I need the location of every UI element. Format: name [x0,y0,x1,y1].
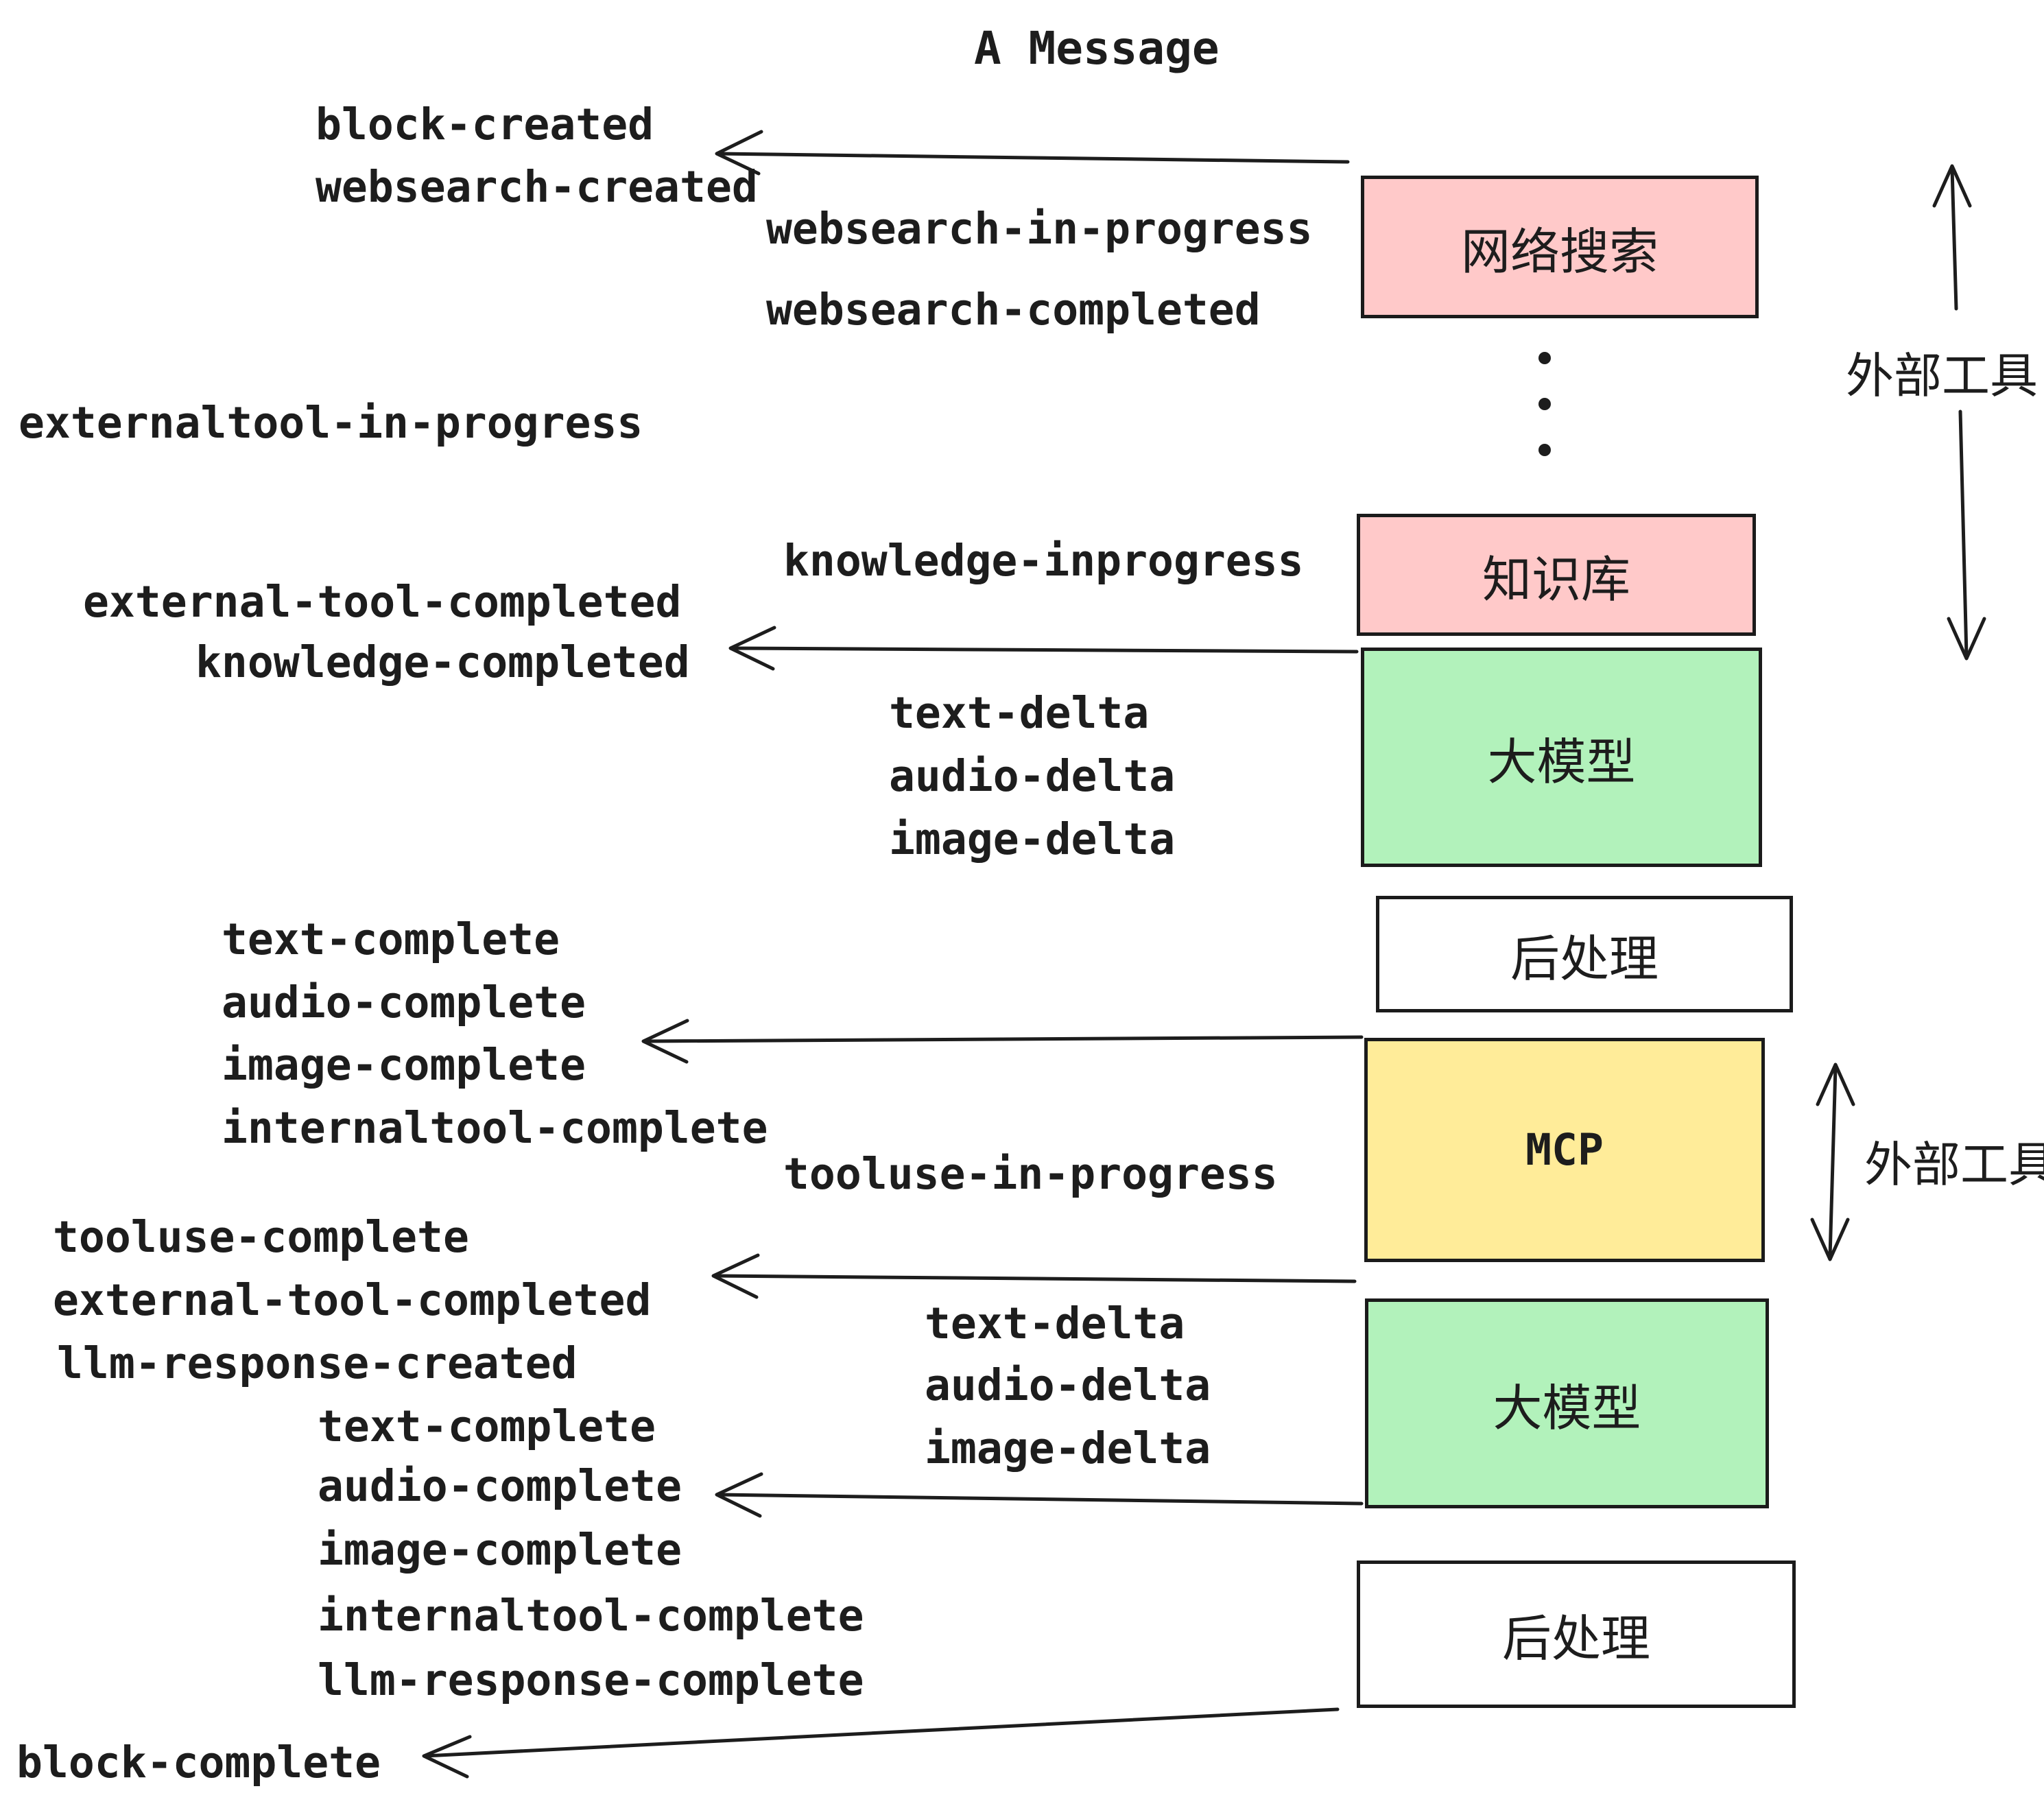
event-label-llm-response-complete: llm-response-complete [318,1655,864,1705]
event-label-text-delta-1: text-delta [889,688,1150,738]
event-label-websearch-in-progress: websearch-in-progress [766,204,1313,254]
arrow-to-knowledge-completed [728,626,1359,671]
event-label-websearch-completed: websearch-completed [766,285,1261,335]
event-label-image-complete-2: image-complete [318,1525,682,1575]
event-label-websearch-created: websearch-created [316,162,758,212]
websearch-tool-box-label: 网络搜索 [1460,224,1659,280]
llm-box-2: 大模型 [1365,1298,1769,1508]
knowledge-base-box-label: 知识库 [1482,552,1630,608]
external-tools-label-2: 外部工具 [1864,1138,2044,1191]
external-tools-label-1: 外部工具 [1846,349,2038,403]
event-label-external-tool-completed-2: external-tool-completed [53,1275,652,1325]
event-label-block-created: block-created [316,99,654,150]
llm-box-2-label: 大模型 [1493,1381,1641,1436]
event-label-audio-complete-2: audio-complete [318,1461,682,1511]
more-tools-ellipsis-icon [1538,352,1551,456]
external-tools-double-arrow [1810,1063,1855,1261]
websearch-tool-box: 网络搜索 [1361,176,1759,318]
event-label-externaltool-in-progress: externaltool-in-progress [19,398,643,448]
event-label-text-complete-2: text-complete [318,1401,656,1451]
knowledge-base-box: 知识库 [1357,514,1756,636]
event-label-audio-delta-1: audio-delta [889,751,1176,801]
event-label-llm-response-created: llm-response-created [57,1338,578,1388]
arrow-to-audio-complete-2 [715,1472,1364,1518]
event-label-knowledge-inprogress: knowledge-inprogress [783,536,1304,586]
event-label-external-tool-completed: external-tool-completed [83,577,682,627]
event-label-audio-delta-2: audio-delta [925,1360,1211,1410]
mcp-box-label: MCP [1525,1125,1604,1175]
event-label-image-delta-2: image-delta [925,1423,1211,1473]
event-label-tooluse-complete: tooluse-complete [53,1212,469,1262]
arrow-to-block-complete [422,1707,1340,1779]
llm-box-1-label: 大模型 [1487,735,1636,790]
arrow-to-websearch-created [715,130,1350,176]
external-tools-down-arrow [1947,410,1986,661]
event-label-text-complete-1: text-complete [222,914,560,964]
arrow-to-tooluse-complete [711,1253,1357,1299]
diagram-title: A Message [974,22,1220,75]
event-label-internaltool-complete-1: internaltool-complete [222,1103,768,1153]
post-process-box-2-label: 后处理 [1501,1612,1650,1667]
event-label-internaltool-complete-2: internaltool-complete [318,1591,864,1641]
event-label-audio-complete-1: audio-complete [222,977,586,1028]
post-process-box-2: 后处理 [1357,1560,1796,1708]
llm-box-1: 大模型 [1361,648,1762,867]
post-process-box-1: 后处理 [1376,896,1793,1012]
event-label-knowledge-completed: knowledge-completed [195,637,690,687]
event-label-text-delta-2: text-delta [925,1298,1185,1349]
post-process-box-1-label: 后处理 [1510,931,1659,987]
event-label-tooluse-in-progress: tooluse-in-progress [783,1149,1278,1199]
event-label-image-complete-1: image-complete [222,1040,586,1090]
external-tools-up-arrow [1932,164,1972,311]
event-label-block-complete: block-complete [16,1737,381,1788]
mcp-box: MCP [1364,1038,1765,1262]
event-label-image-delta-1: image-delta [889,814,1176,864]
arrow-to-image-complete [641,1019,1364,1064]
